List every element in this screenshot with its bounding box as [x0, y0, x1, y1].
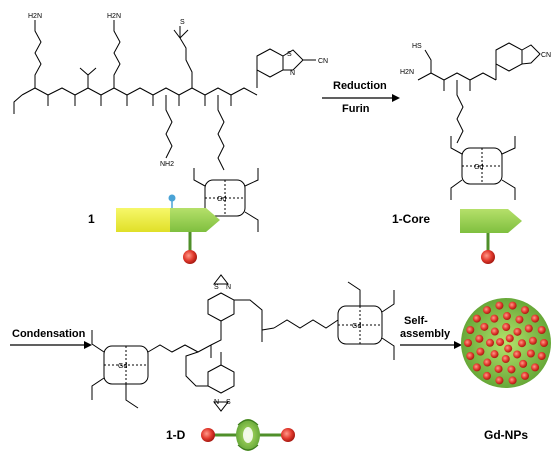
gd-ball	[201, 428, 215, 442]
condensation-arrow	[10, 341, 92, 349]
atom-label: H2N	[28, 13, 42, 20]
np-gd-dot	[521, 306, 529, 315]
np-gd-dot	[540, 339, 548, 347]
np-gd-dot	[472, 363, 481, 372]
np-gd-dot	[475, 334, 484, 343]
compound-1-structure	[13, 20, 316, 232]
cleavage-pin	[168, 194, 176, 202]
atom-label: NH2	[160, 161, 174, 168]
np-gd-dot	[508, 301, 517, 310]
np-gd-dot	[490, 327, 499, 336]
atom-label: H2N	[400, 69, 414, 76]
atom-label: S	[214, 284, 219, 291]
np-gd-dot	[480, 322, 489, 331]
atom-label: Gd	[118, 363, 127, 370]
gd-ball	[481, 250, 495, 264]
gd-ball	[281, 428, 295, 442]
atom-label: Gd	[474, 164, 483, 171]
np-gd-dot	[531, 314, 540, 323]
atom-label: S	[287, 51, 292, 58]
np-gd-dot	[483, 358, 492, 367]
atom-label: CN	[318, 58, 328, 65]
cartoon-compound-1	[116, 194, 220, 264]
np-gd-dot	[537, 351, 546, 360]
gd-nanoparticle	[461, 298, 551, 388]
np-gd-dot	[504, 344, 513, 353]
self-assembly-arrow	[400, 341, 462, 349]
furin-label: Furin	[342, 103, 370, 115]
yellow-block	[116, 208, 174, 232]
np-gd-balls	[464, 301, 548, 385]
np-gd-dot	[490, 314, 499, 323]
self-label: Self-	[404, 315, 428, 327]
np-gd-dot	[521, 371, 529, 380]
atom-label: CN	[541, 52, 551, 59]
np-gd-dot	[501, 354, 510, 363]
np-gd-dot	[486, 338, 495, 347]
cartoon-compound-1-core	[460, 209, 522, 264]
gd-nps-label: Gd-NPs	[484, 428, 529, 442]
np-gd-dot	[494, 364, 503, 373]
np-gd-dot	[495, 376, 504, 385]
np-gd-dot	[517, 339, 526, 348]
atom-label: H2N	[107, 13, 121, 20]
atom-label: S	[226, 399, 231, 406]
np-gd-dot	[515, 315, 524, 324]
condensation-label: Condensation	[12, 328, 86, 340]
atom-label: N	[226, 284, 231, 291]
atom-label: S	[180, 19, 185, 26]
np-gd-dot	[513, 327, 522, 336]
green-arrow-block	[170, 208, 220, 232]
gd-ball	[183, 250, 197, 264]
cartoon-compound-1-d	[201, 419, 295, 451]
np-gd-dot	[464, 339, 472, 347]
compound-1-d-label: 1-D	[166, 428, 186, 442]
compound-1-d-structure	[91, 274, 395, 412]
atom-label: Gd	[217, 196, 226, 203]
np-gd-dot	[472, 314, 481, 323]
np-gd-dot	[466, 326, 475, 335]
np-gd-dot	[483, 306, 491, 315]
np-gd-dot	[513, 350, 522, 359]
reduction-arrow	[322, 94, 400, 102]
atom-label: Gd	[352, 323, 361, 330]
np-gd-dot	[495, 301, 504, 310]
np-gd-dot	[505, 334, 514, 343]
np-gd-dot	[526, 349, 535, 358]
np-gd-dot	[490, 350, 499, 359]
np-gd-dot	[483, 371, 491, 380]
np-gd-dot	[476, 347, 485, 356]
np-gd-dot	[502, 323, 511, 332]
reduction-label: Reduction	[333, 80, 387, 92]
np-gd-dot	[496, 338, 505, 347]
np-gd-dot	[519, 359, 528, 368]
atom-label: N	[214, 399, 219, 406]
compound-1-d-atoms: Gd Gd S N N S	[118, 284, 361, 406]
compound-1-core-label: 1-Core	[392, 212, 431, 226]
np-gd-dot	[537, 326, 546, 335]
np-gd-dot	[524, 324, 533, 333]
compound-1-core-atoms: HS H2N CN Gd	[400, 43, 551, 171]
atom-label: HS	[412, 43, 422, 50]
atom-label: N	[290, 70, 295, 77]
compound-1-atoms: CN Gd H2N H2N NH2 S S N	[28, 13, 328, 203]
np-gd-dot	[508, 376, 517, 385]
compound-1-label: 1	[88, 212, 95, 226]
assembly-label: assembly	[400, 328, 451, 340]
compound-1-core-structure	[417, 42, 541, 200]
np-gd-dot	[503, 312, 512, 321]
green-arrow-block	[460, 209, 522, 233]
np-gd-dot	[531, 363, 540, 372]
np-gd-dot	[466, 351, 475, 360]
np-gd-dot	[507, 365, 516, 374]
np-gd-dot	[528, 336, 537, 345]
